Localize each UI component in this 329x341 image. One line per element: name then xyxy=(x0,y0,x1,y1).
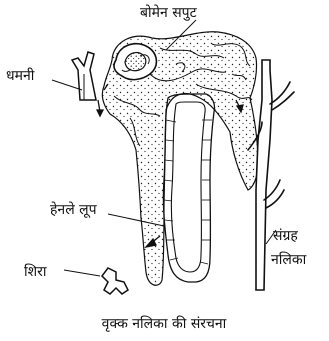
duct-branch-lower-2 xyxy=(266,190,284,208)
label-collecting-duct-line1: संग्रह xyxy=(273,228,298,244)
leader-vein xyxy=(64,270,100,276)
loop-inner-wall xyxy=(171,102,205,272)
figure-caption: वृक्क नलिका की संरचना xyxy=(102,315,227,332)
label-vein: शिरा xyxy=(24,263,47,280)
leader-artery xyxy=(52,80,82,90)
label-collecting-duct-line2: नलिका xyxy=(271,251,307,268)
label-loop-of-henle: हेनले लूप xyxy=(50,201,98,218)
duct-branch-upper xyxy=(270,82,290,104)
artery-vessel xyxy=(72,52,96,100)
label-bowmans-capsule: बोमेन सपुट xyxy=(140,4,198,21)
label-artery: धमनी xyxy=(6,67,35,84)
vein-vessel xyxy=(102,268,128,294)
collecting-duct xyxy=(256,60,272,290)
